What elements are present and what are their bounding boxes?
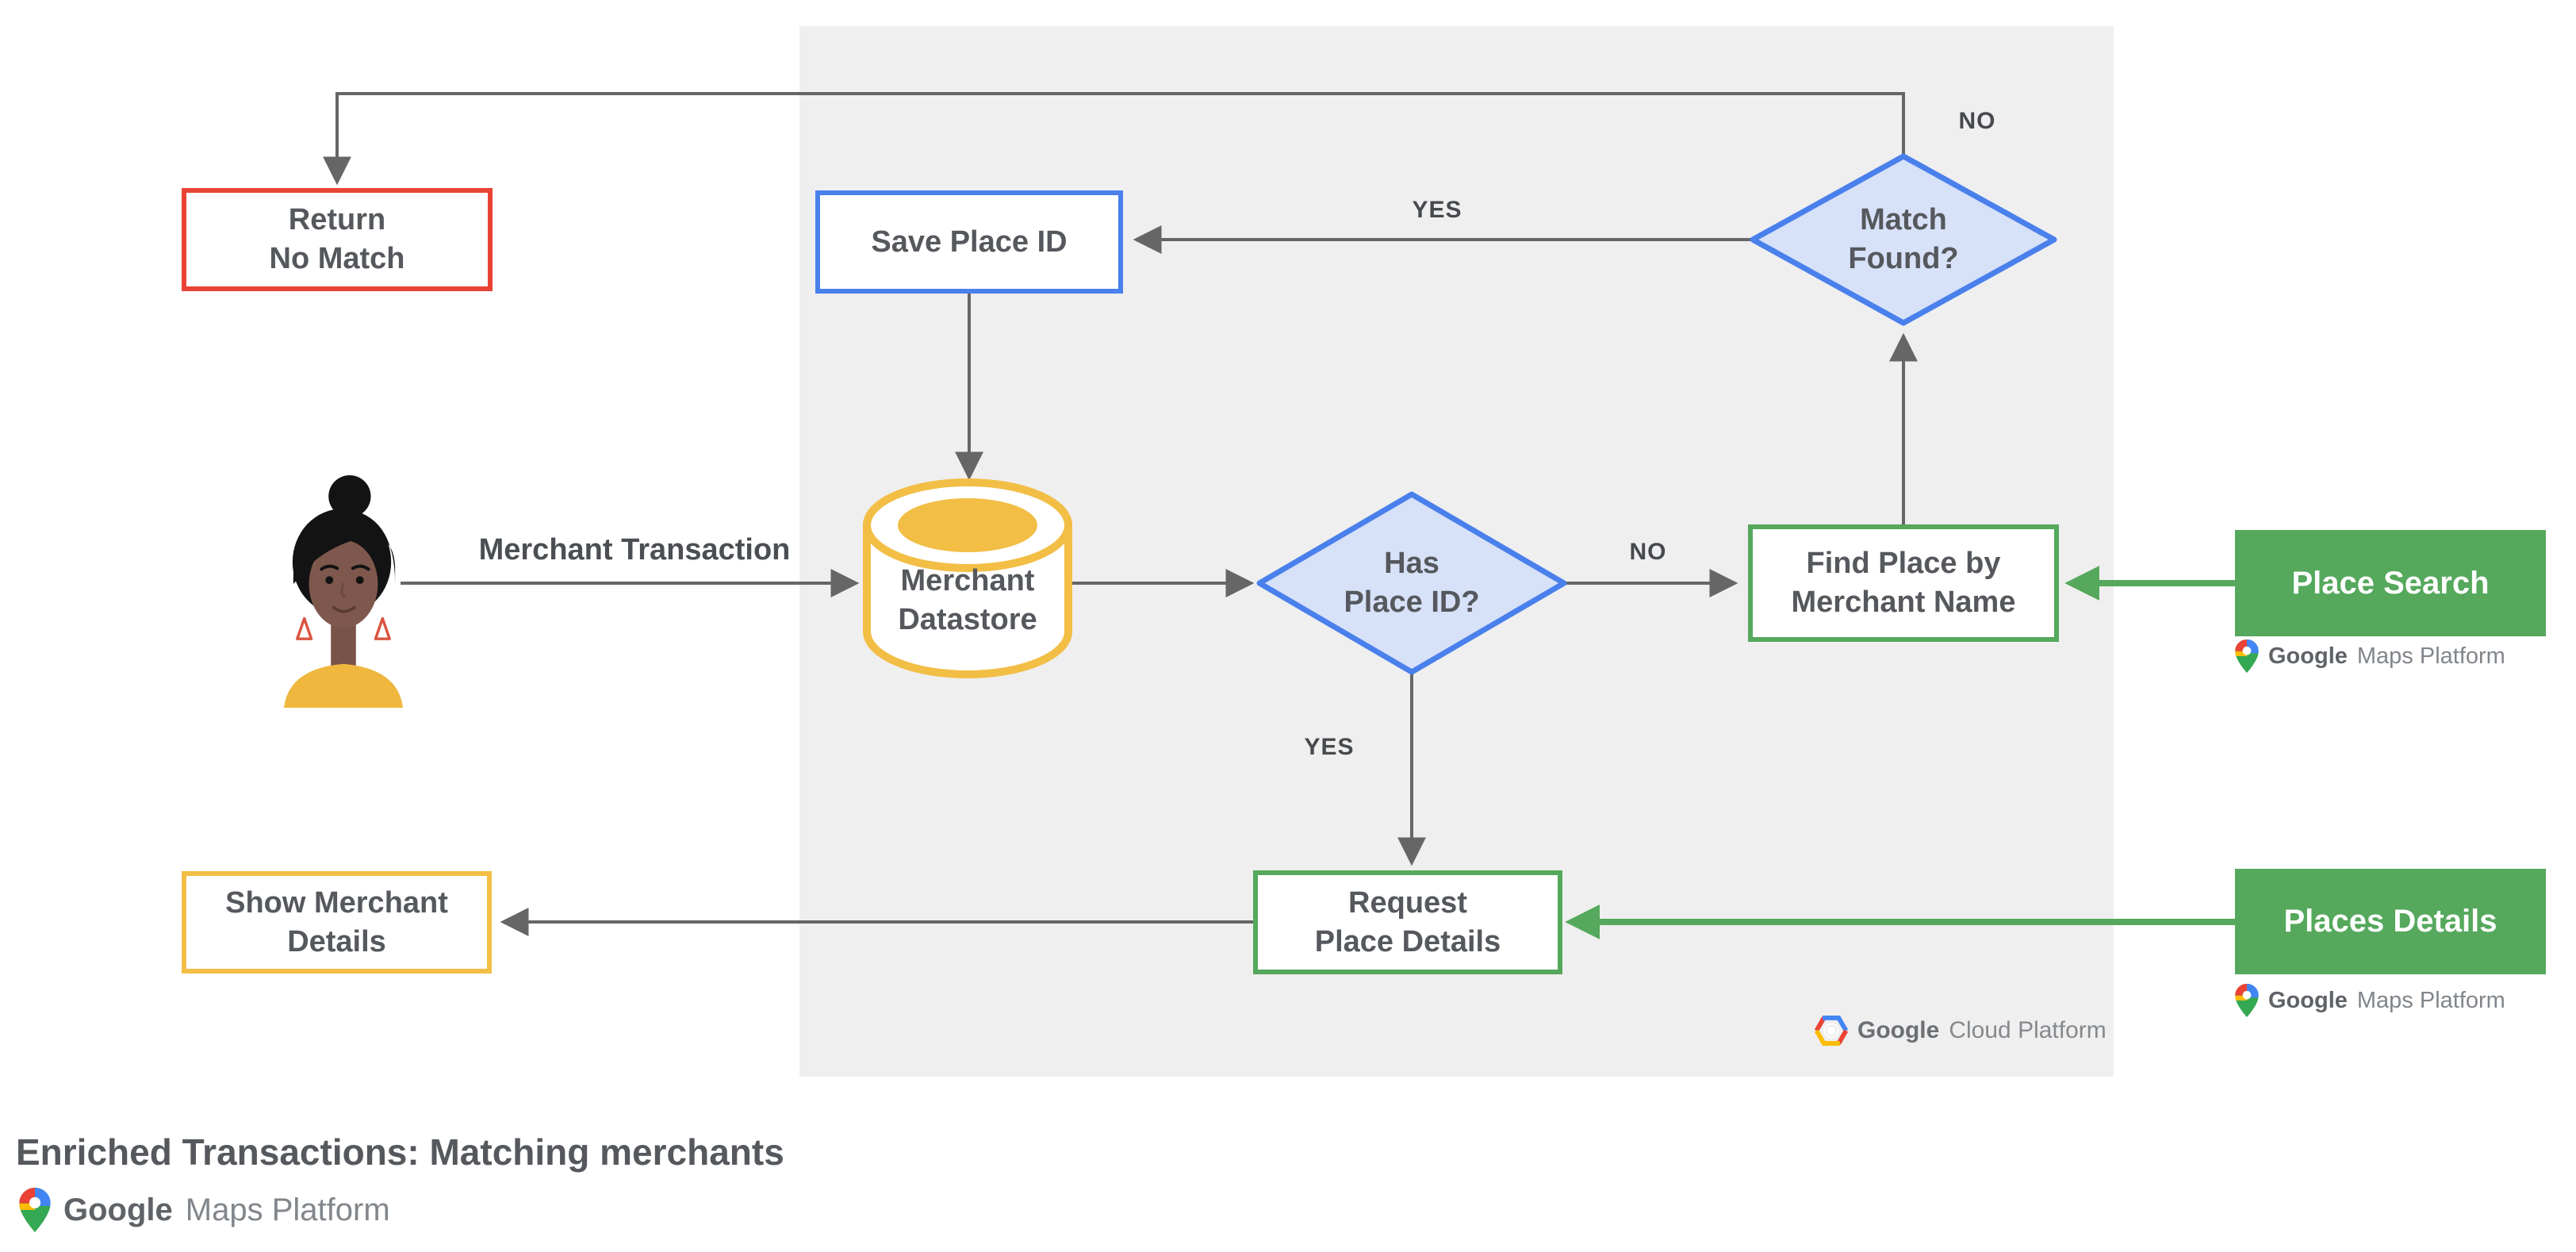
diagram-title: Enriched Transactions: Matching merchant… bbox=[16, 1131, 784, 1173]
return-no-match-label: Return No Match bbox=[269, 203, 405, 275]
find-place-label: Find Place by Merchant Name bbox=[1791, 547, 2016, 619]
gcp-google-word: Google bbox=[1857, 1017, 1940, 1043]
merchant-transaction-label: Merchant Transaction bbox=[478, 533, 791, 566]
gmp-product-word: Maps Platform bbox=[2356, 987, 2505, 1013]
cloud-hexagon-icon bbox=[1815, 1016, 1848, 1046]
edge-label-match-found-yes: YES bbox=[1412, 197, 1462, 223]
maps-pin-icon bbox=[2235, 639, 2259, 673]
edge-label-has-place-id-yes: YES bbox=[1304, 734, 1355, 760]
place-search-label: Place Search bbox=[2291, 565, 2490, 601]
edge-match-found-no-return bbox=[323, 92, 1905, 186]
places-details-label: Places Details bbox=[2283, 904, 2497, 939]
find-place-node: Find Place by Merchant Name bbox=[1748, 524, 2059, 642]
return-no-match-node: Return No Match bbox=[182, 188, 493, 291]
match-found-node: Match Found? bbox=[1792, 168, 2014, 311]
gmp-lockup-places-details: Google Maps Platform bbox=[2235, 984, 2505, 1017]
gmp-product-word: Maps Platform bbox=[2356, 643, 2505, 669]
save-place-id-node: Save Place ID bbox=[815, 190, 1123, 294]
person-icon bbox=[284, 474, 403, 708]
gmp-google-word: Google bbox=[2268, 987, 2348, 1013]
show-merchant-details-label: Show Merchant Details bbox=[225, 885, 448, 958]
show-merchant-details-node: Show Merchant Details bbox=[182, 871, 492, 974]
gmp-google-word: Google bbox=[2268, 643, 2348, 669]
has-place-id-node: Has Place ID? bbox=[1301, 512, 1523, 655]
merchant-datastore-node: Merchant Datastore bbox=[867, 549, 1068, 652]
match-found-label: Match Found? bbox=[1848, 203, 1959, 275]
has-place-id-diamond bbox=[1256, 491, 1567, 675]
places-details-api-box: Places Details bbox=[2235, 869, 2546, 974]
request-place-details-label: Request Place Details bbox=[1314, 885, 1501, 958]
maps-pin-icon bbox=[19, 1188, 51, 1232]
merchant-datastore-cylinder bbox=[863, 478, 1072, 678]
request-place-details-node: Request Place Details bbox=[1253, 870, 1562, 974]
has-place-id-label: Has Place ID? bbox=[1344, 547, 1480, 619]
save-place-id-label: Save Place ID bbox=[871, 225, 1068, 259]
gmp-lockup-place-search: Google Maps Platform bbox=[2235, 639, 2505, 673]
merchant-user-avatar bbox=[279, 473, 408, 708]
maps-pin-icon bbox=[2235, 984, 2259, 1017]
match-found-diamond bbox=[1750, 153, 2057, 326]
gmp-google-word: Google bbox=[63, 1192, 173, 1227]
gcp-product-word: Cloud Platform bbox=[1949, 1017, 2106, 1043]
merchant-datastore-label: Merchant Datastore bbox=[898, 564, 1037, 636]
edge-label-match-found-no: NO bbox=[1958, 108, 1996, 134]
gmp-product-word: Maps Platform bbox=[185, 1192, 390, 1227]
gcp-lockup: Google Cloud Platform bbox=[1815, 1016, 2106, 1046]
place-search-api-box: Place Search bbox=[2235, 530, 2546, 636]
gmp-lockup-footer: Google Maps Platform bbox=[19, 1188, 390, 1232]
edge-label-has-place-id-no: NO bbox=[1629, 539, 1667, 565]
